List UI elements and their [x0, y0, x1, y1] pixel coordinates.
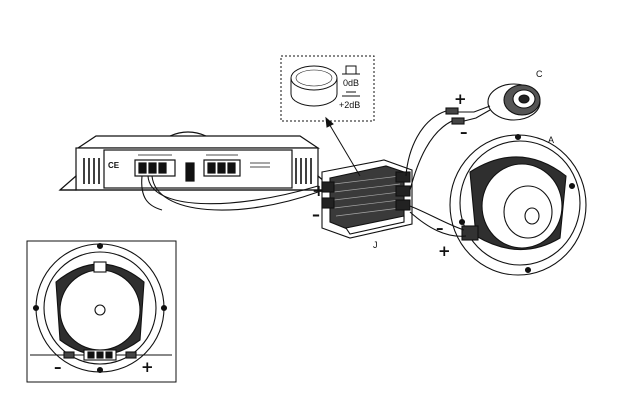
woofer-plus: + — [438, 242, 451, 260]
tweeter-level-inset: 0dB +2dB — [281, 56, 374, 121]
detail-plus: + — [141, 358, 154, 376]
detail-minus: – — [54, 358, 62, 376]
woofer-label: A — [548, 135, 554, 145]
tweeter-label: C — [536, 69, 543, 79]
level-2db: +2dB — [339, 100, 360, 110]
tweeter-minus: – — [460, 123, 468, 141]
woofer-icon — [450, 135, 586, 276]
inset-arrow — [326, 118, 360, 176]
crossover-icon — [322, 160, 412, 238]
tweeter-icon — [488, 84, 540, 120]
woofer-minus: – — [436, 219, 444, 237]
crossover-label: J — [373, 240, 378, 250]
woofer-detail-inset — [27, 241, 176, 382]
crossover-minus-in: – — [312, 205, 320, 224]
tweeter-plus: + — [454, 90, 467, 108]
level-0db: 0dB — [343, 78, 359, 88]
ce-mark: CE — [108, 161, 120, 170]
jumper-icon — [291, 66, 337, 106]
amplifier-icon — [60, 132, 334, 190]
